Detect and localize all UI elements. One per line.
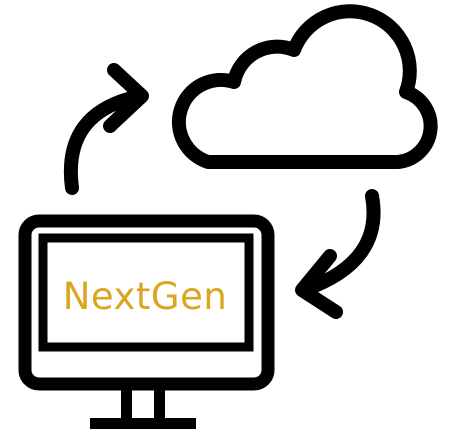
monitor-stand-left xyxy=(121,388,132,418)
download-arrow-icon xyxy=(295,189,381,319)
monitor-base xyxy=(90,418,196,429)
screen-label: NextGen xyxy=(62,274,228,318)
monitor-stand-right xyxy=(154,388,165,418)
monitor-bezel xyxy=(18,214,275,391)
cloud-icon xyxy=(171,4,438,169)
monitor-screen xyxy=(38,233,254,352)
upload-arrow-icon xyxy=(63,63,149,195)
monitor-icon xyxy=(18,214,275,429)
